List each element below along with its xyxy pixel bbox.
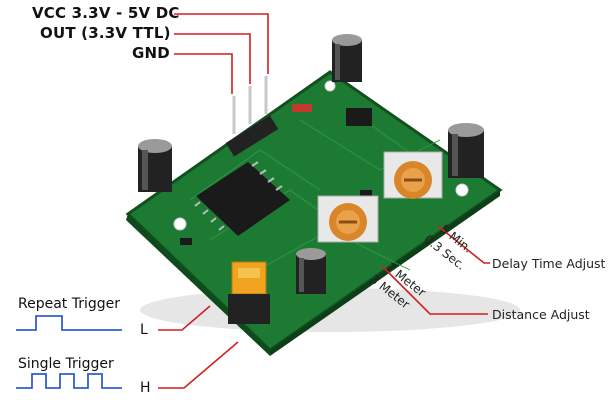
- high-setting-label: H: [140, 380, 151, 396]
- distance-adjust-label: Distance Adjust: [492, 307, 590, 322]
- out-pin-label: OUT (3.3V TTL): [40, 24, 171, 42]
- capacitor-bottom: [296, 248, 326, 294]
- repeat-trigger-waveform: [16, 315, 122, 331]
- regulator: [346, 108, 372, 126]
- mounting-hole: [324, 80, 336, 92]
- diode: [292, 104, 312, 112]
- pcb-edge-right: [270, 190, 500, 356]
- trigger-leader-lines: [158, 305, 239, 389]
- single-trigger-waveform: [16, 373, 122, 389]
- single-trigger-label: Single Trigger: [18, 356, 114, 372]
- trigger-jumper: [228, 261, 270, 324]
- ic-chip: [194, 161, 290, 236]
- potentiometer-distance: [317, 195, 379, 243]
- delay-time-adjust-label: Delay Time Adjust: [492, 256, 606, 271]
- repeat-trigger-label: Repeat Trigger: [18, 296, 121, 312]
- vcc-pin-label: VCC 3.3V - 5V DC: [32, 4, 180, 22]
- header-pins: [225, 76, 279, 157]
- gnd-pin-label: GND: [132, 44, 170, 62]
- mounting-hole: [455, 183, 469, 197]
- low-setting-label: L: [140, 322, 148, 338]
- smd-component: [360, 190, 372, 197]
- adjust-leader-lines: [381, 225, 490, 315]
- capacitor-left: [138, 139, 172, 192]
- mounting-hole: [173, 217, 187, 231]
- capacitor-right: [448, 123, 484, 178]
- capacitor-top: [332, 34, 362, 82]
- pin-leader-lines: [174, 13, 269, 94]
- potentiometer-delay: [383, 151, 443, 199]
- smd-component: [180, 238, 192, 245]
